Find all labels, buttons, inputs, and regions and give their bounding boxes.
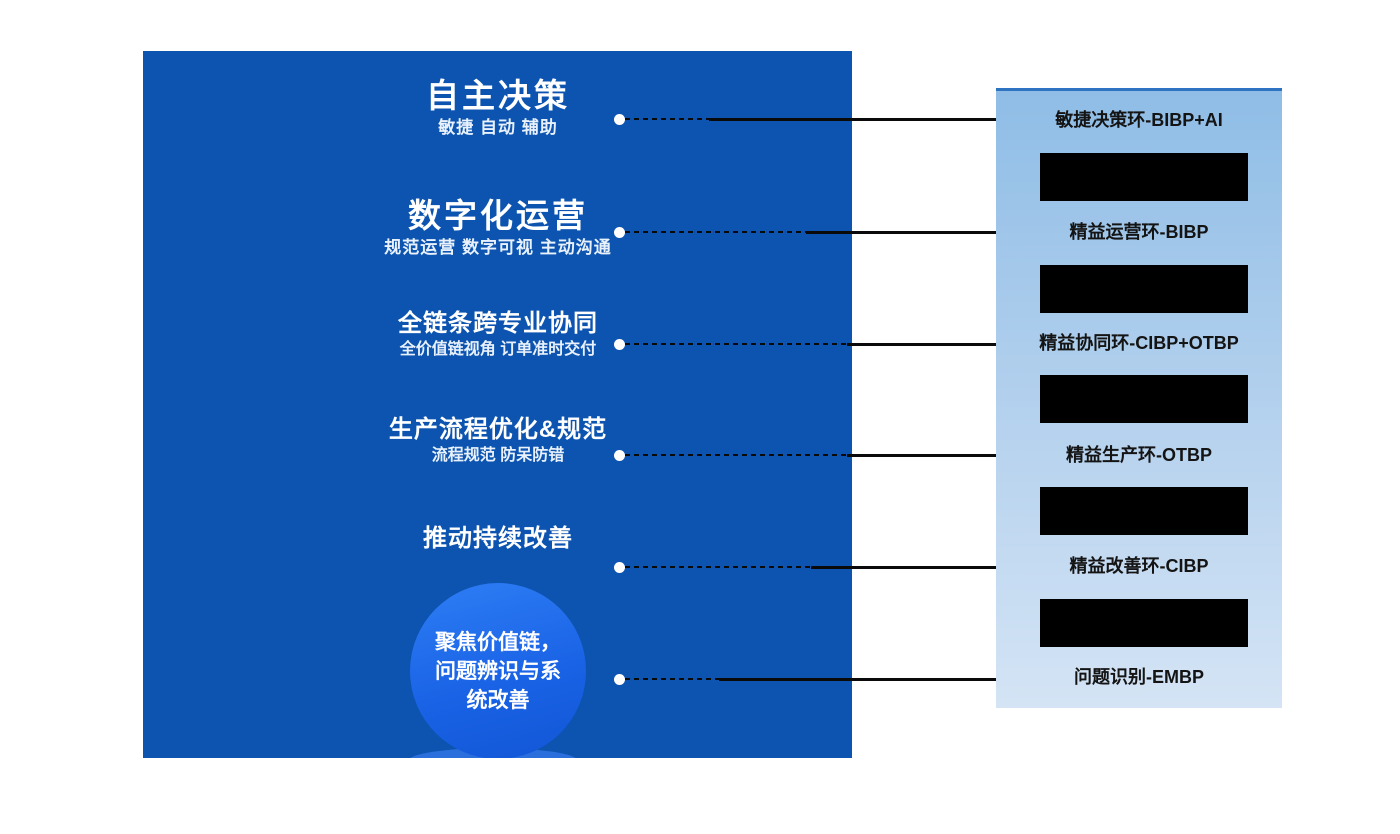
focus-circle-text: 聚焦价值链， 问题辨识与系 统改善 <box>435 628 561 715</box>
capability-subtitle: 规范运营 数字可视 主动沟通 <box>384 238 612 257</box>
connector-dashed-line <box>625 343 847 345</box>
connector-row-6 <box>614 673 996 685</box>
connector-dot <box>614 226 625 238</box>
capability-title: 自主决策 <box>426 77 570 114</box>
capability-title: 生产流程优化&规范 <box>388 416 608 443</box>
capability-title: 全链条跨专业协同 <box>398 310 598 337</box>
capability-row-improvement: 推动持续改善 <box>333 524 663 554</box>
connector-dashed-line <box>625 678 719 680</box>
focus-circle-line2: 问题辨识与系 <box>435 659 561 683</box>
loop-label-problem-id: 问题识别-EMBP <box>1074 667 1204 687</box>
capability-row-production: 生产流程优化&规范 流程规范 防呆防错 <box>333 415 663 466</box>
loop-label-operations: 精益运营环-BIBP <box>1069 222 1209 242</box>
loop-panel: 敏捷决策环-BIBP+AI 精益运营环-BIBP 精益协同环-CIBP+OTBP… <box>996 88 1282 708</box>
connector-dot <box>614 113 625 125</box>
connector-solid-line <box>847 342 996 346</box>
redacted-image-block <box>1040 153 1248 201</box>
capability-title: 推动持续改善 <box>423 525 573 552</box>
connector-row-4 <box>614 449 996 461</box>
connector-row-2 <box>614 226 996 238</box>
connector-row-1 <box>614 113 996 125</box>
connector-dashed-line <box>625 454 847 456</box>
loop-label-production: 精益生产环-OTBP <box>1066 445 1212 465</box>
connector-dot <box>614 449 625 461</box>
value-chain-focus-circle: 聚焦价值链， 问题辨识与系 统改善 <box>410 583 586 758</box>
redacted-image-block <box>1040 599 1248 647</box>
capability-subtitle: 流程规范 防呆防错 <box>431 447 565 464</box>
connector-row-3 <box>614 338 996 350</box>
loop-label-decision: 敏捷决策环-BIBP+AI <box>1055 110 1223 130</box>
connector-solid-line <box>719 677 996 681</box>
connector-solid-line <box>811 565 996 569</box>
connector-dot <box>614 338 625 350</box>
connector-dashed-line <box>625 566 811 568</box>
focus-circle-line3: 统改善 <box>466 688 530 712</box>
capability-subtitle: 全价值链视角 订单准时交付 <box>399 341 597 358</box>
capability-row-collaboration: 全链条跨专业协同 全价值链视角 订单准时交付 <box>333 309 663 360</box>
capability-row-digital-ops: 数字化运营 规范运营 数字可视 主动沟通 <box>333 196 663 259</box>
connector-row-5 <box>614 561 996 573</box>
redacted-image-block <box>1040 487 1248 535</box>
redacted-image-block <box>1040 265 1248 313</box>
capability-row-decision: 自主决策 敏捷 自动 辅助 <box>333 76 663 139</box>
capability-title: 数字化运营 <box>408 197 588 234</box>
connector-solid-line <box>847 453 996 457</box>
connector-dot <box>614 561 625 573</box>
redacted-image-block <box>1040 375 1248 423</box>
connector-solid-line <box>806 230 996 234</box>
focus-circle-line1: 聚焦价值链， <box>435 630 561 654</box>
loop-label-improvement: 精益改善环-CIBP <box>1069 556 1209 576</box>
loop-label-collaboration: 精益协同环-CIBP+OTBP <box>1039 333 1239 353</box>
connector-dashed-line <box>625 118 709 120</box>
capability-panel: 自主决策 敏捷 自动 辅助 数字化运营 规范运营 数字可视 主动沟通 全链条跨专… <box>143 51 852 758</box>
connector-dot <box>614 673 625 685</box>
capability-subtitle: 敏捷 自动 辅助 <box>438 118 558 137</box>
connector-dashed-line <box>625 231 806 233</box>
connector-solid-line <box>709 117 996 121</box>
